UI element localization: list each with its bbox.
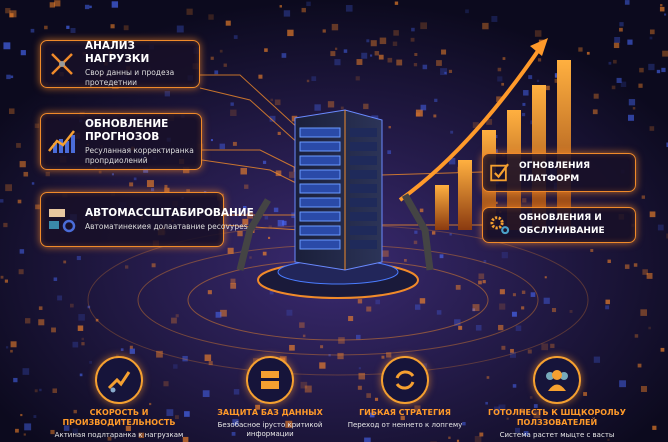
feature-subtitle: Переход от неннето к лопгему — [347, 421, 463, 429]
checkbox-icon — [490, 163, 509, 181]
feature-database-protection: ЗАЩИТА БАЗ ДАННЫХ Безобасное ірусто крит… — [195, 356, 345, 439]
card-load-analysis: АНАЛИЗ НАГРУЗКИ Свор данны и продеза прот… — [40, 40, 200, 88]
users-icon — [533, 356, 581, 404]
card-subtitle: Автоматинекиея долаатавние pecovypes — [85, 222, 248, 231]
feature-flexible-strategy: ГИБКАЯ СТРАТЕГИЯ Переход от неннето к ло… — [330, 356, 480, 430]
card-platform-updates: ОГНОВЛЕНИЯ ПЛАТФОРМ — [482, 153, 636, 192]
server-illustration — [236, 109, 434, 299]
feature-title: ЗАЩИТА БАЗ ДАННЫХ — [217, 408, 323, 417]
network-nodes-icon — [51, 53, 73, 75]
cycle-arrows-icon — [381, 356, 429, 404]
speed-arrow-icon — [95, 356, 143, 404]
card-maintenance: ОБНОВЛЕНИЯ И ОБСЛУНИВАНИЕ — [482, 207, 636, 243]
feature-subtitle: Система растет мыцте с васты — [499, 431, 615, 439]
card-subtitle: Свор данны и продеза протедетнии — [85, 68, 175, 87]
feature-subtitle: Безобасное ірусто критикой информации — [217, 421, 323, 438]
feature-title: ГИБКАЯ СТРАТЕГИЯ — [359, 408, 451, 417]
database-boxes-icon — [246, 356, 294, 404]
card-title: ОБНОВЛЕНИЕ ПРОГНОЗОВ — [85, 117, 169, 143]
feature-speed: СКОРОСТЬ И ПРОИЗВОДИТЕЛЬНОСТЬ Актиная по… — [44, 356, 194, 440]
feature-subtitle: Актиная подлтаранка к нагрузкам — [54, 431, 184, 439]
feature-title: СКОРОСТЬ И ПРОИЗВОДИТЕЛЬНОСТЬ — [62, 408, 176, 427]
feature-title: ГОТОЛНЕСТЬ К ШЩКОРОЛЬУ ПОЛЗЗОВАТЕЛЕЙ — [488, 408, 626, 427]
card-subtitle: Ресуланная корректиранка пропрдиолений — [85, 145, 194, 165]
rising-chart-icon — [48, 129, 75, 153]
server-gear-icon — [49, 208, 76, 232]
card-title: ОГНОВЛЕНИЯ ПЛАТФОРМ — [519, 160, 591, 184]
gears-icon — [490, 216, 510, 235]
feature-user-readiness: ГОТОЛНЕСТЬ К ШЩКОРОЛЬУ ПОЛЗЗОВАТЕЛЕЙ Сис… — [482, 356, 632, 440]
card-autoscaling: АВТОМАССШТАБИРОВАНИЕ Автоматинекиея долаа… — [40, 192, 254, 247]
card-title: ОБНОВЛЕНИЯ И ОБСЛУНИВАНИЕ — [519, 213, 605, 236]
card-title: АВТОМАССШТАБИРОВАНИЕ — [85, 207, 254, 219]
card-title: АНАЛИЗ НАГРУЗКИ — [85, 40, 150, 65]
